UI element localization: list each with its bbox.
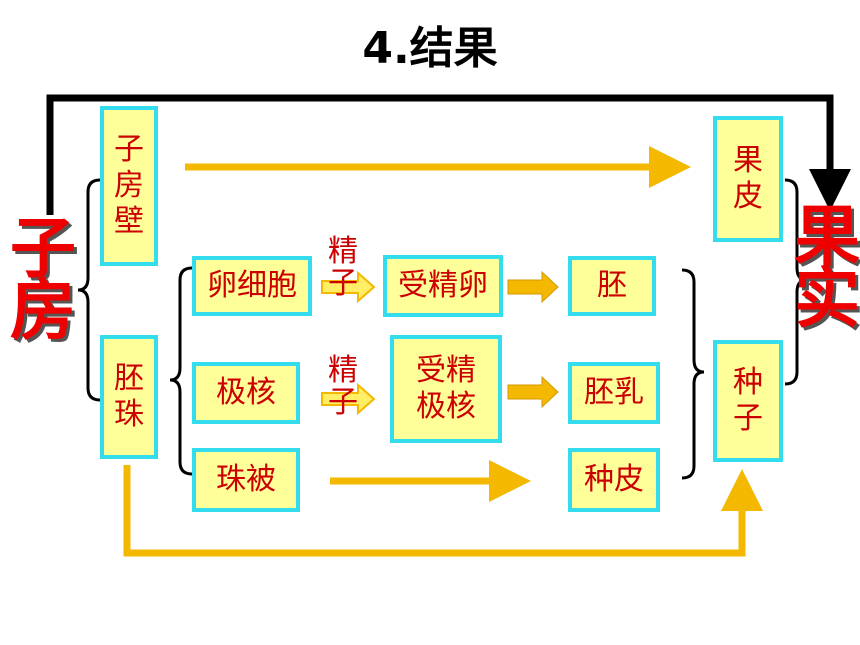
endosperm-box: 胚乳 [568, 362, 660, 424]
ovule-box: 胚 珠 [100, 335, 158, 459]
left-bracket-ovary [77, 178, 101, 402]
fruit-label: 果 实 [792, 198, 860, 337]
ovary-label-line1: 子 [10, 210, 76, 287]
fertilized-polar-line1: 受精 [416, 353, 476, 388]
right-bracket-fruit [784, 178, 808, 386]
sperm-label-2-line2: 子 [328, 385, 358, 420]
pericarp-box: 果 皮 [713, 116, 783, 242]
integument-box: 珠被 [192, 448, 300, 512]
embryo-box: 胚 [568, 256, 656, 316]
sperm-label-1-line1: 精 [328, 234, 358, 269]
fertilized-egg-to-embryo-arrow [507, 270, 559, 304]
pericarp-line1: 果 [733, 143, 763, 178]
seed-line1: 种 [733, 365, 763, 400]
ovary-to-fruit-arrow [46, 94, 851, 215]
ovule-line2: 珠 [114, 397, 144, 432]
sperm-label-1-line2: 子 [328, 266, 358, 301]
ovary-wall-line2: 房 [114, 168, 144, 203]
fruit-label-line1: 果 [794, 198, 860, 275]
page-title: 4.结果 [362, 23, 498, 74]
ovary-wall-line3: 壁 [114, 204, 144, 239]
egg-fertilization-arrow [321, 270, 376, 304]
seed-coat-box: 种皮 [568, 448, 660, 512]
egg-cell-box: 卵细胞 [192, 256, 312, 316]
polar-fertilization-arrow [321, 382, 376, 416]
ovule-line1: 胚 [114, 361, 144, 396]
seed-box: 种 子 [713, 340, 783, 462]
right-bracket-seed [681, 268, 705, 480]
ovary-wall-box: 子 房 壁 [100, 106, 158, 266]
seed-line2: 子 [733, 401, 763, 436]
left-bracket-ovule [169, 266, 193, 476]
fertilized-egg-box: 受精卵 [383, 255, 503, 317]
pericarp-line2: 皮 [733, 179, 763, 214]
ovary-label-line2: 房 [10, 272, 76, 349]
sperm-label-2: 精 子 [325, 355, 361, 419]
polar-nuclei-box: 极核 [192, 362, 300, 424]
fertilized-polar-line2: 极核 [416, 389, 476, 424]
fertilized-polar-to-endosperm-arrow [507, 375, 559, 409]
fertilized-polar-box: 受精 极核 [390, 335, 502, 443]
sperm-label-2-line1: 精 [328, 353, 358, 388]
fruit-label-line2: 实 [794, 260, 860, 337]
ovule-to-seed-arrow [123, 465, 763, 557]
ovary-label: 子 房 [8, 210, 78, 349]
sperm-label-1: 精 子 [325, 236, 361, 300]
ovary-wall-line1: 子 [114, 132, 144, 167]
